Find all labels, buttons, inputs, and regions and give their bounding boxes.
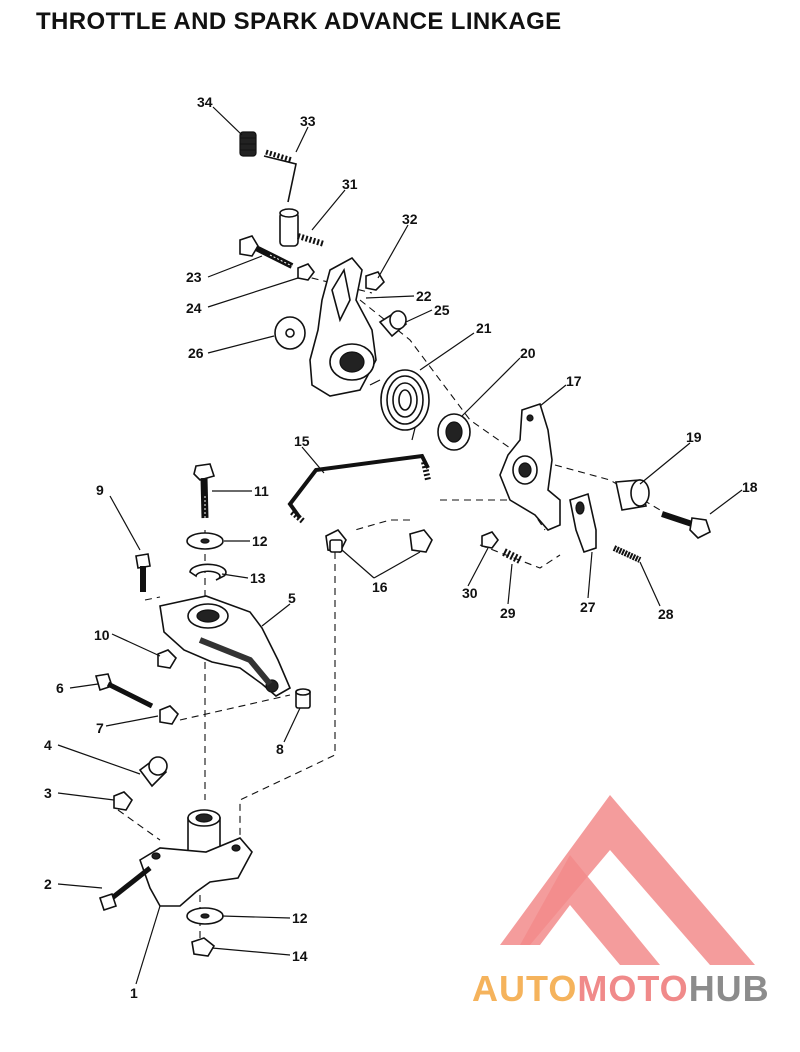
callout-31: 31 xyxy=(342,176,358,192)
part-10-nut xyxy=(157,649,178,669)
callout-12-lower: 12 xyxy=(292,910,308,926)
callout-21: 21 xyxy=(476,320,492,336)
callout-3: 3 xyxy=(44,785,52,801)
part-26-washer-hole xyxy=(285,328,295,338)
part-19-bushing xyxy=(615,479,650,511)
automotohub-wordmark: AUTOMOTOHUB xyxy=(472,968,770,1010)
callout-5: 5 xyxy=(288,590,296,606)
callout-30: 30 xyxy=(462,585,478,601)
callout-25: 25 xyxy=(434,302,450,318)
callout-26: 26 xyxy=(188,345,204,361)
part-30-nut xyxy=(481,531,499,549)
callout-9: 9 xyxy=(96,482,104,498)
callout-34: 34 xyxy=(197,94,213,110)
callout-16: 16 xyxy=(372,579,388,595)
callout-32: 32 xyxy=(402,211,418,227)
part-20-bushing xyxy=(437,413,471,451)
part-25-roller xyxy=(378,310,408,338)
callout-2: 2 xyxy=(44,876,52,892)
part-12-washer-lower-hole xyxy=(200,913,210,919)
callout-19: 19 xyxy=(686,429,702,445)
callout-8: 8 xyxy=(276,741,284,757)
part-15-link-rod xyxy=(287,453,431,525)
part-4-roller xyxy=(138,756,168,788)
part-11-bolt xyxy=(193,463,216,519)
part-13-retaining-ring xyxy=(189,563,227,581)
part-8-pin xyxy=(295,688,311,709)
callout-33: 33 xyxy=(300,113,316,129)
part-12-washer-upper-hole xyxy=(200,538,210,544)
callout-labels: 34 33 31 32 23 24 22 25 26 21 20 17 19 1… xyxy=(44,94,758,1001)
part-33-rod xyxy=(263,149,297,203)
callout-15: 15 xyxy=(294,433,310,449)
callout-10: 10 xyxy=(94,627,110,643)
part-21-coil-spring xyxy=(369,369,430,441)
callout-4: 4 xyxy=(44,737,52,753)
part-18-bolt xyxy=(661,511,711,539)
part-17-spark-lever xyxy=(499,402,561,531)
brand-auto: AUTO xyxy=(472,968,578,1009)
diagram-title: THROTTLE AND SPARK ADVANCE LINKAGE xyxy=(36,8,562,35)
callout-29: 29 xyxy=(500,605,516,621)
part-9-screw xyxy=(135,553,151,592)
callout-17: 17 xyxy=(566,373,582,389)
callout-1: 1 xyxy=(130,985,138,1001)
callout-14: 14 xyxy=(292,948,308,964)
brand-moto: MOTO xyxy=(577,968,689,1009)
part-6-screw xyxy=(94,673,154,709)
part-7-nut xyxy=(159,705,180,725)
leader-lines xyxy=(57,106,743,985)
part-32-nut xyxy=(365,271,386,291)
part-1-throttle-cam xyxy=(139,809,253,907)
part-29-spring xyxy=(502,548,522,564)
callout-11: 11 xyxy=(254,483,269,499)
part-23-bolt xyxy=(239,235,294,269)
callout-7: 7 xyxy=(96,720,104,736)
part-5-throttle-arm xyxy=(159,595,292,697)
part-31-link xyxy=(279,208,325,247)
part-2-screw xyxy=(98,866,152,912)
part-22-cam-arm xyxy=(309,256,377,397)
part-16-ball-joints xyxy=(325,528,433,553)
part-14-nut xyxy=(191,937,216,957)
callout-23: 23 xyxy=(186,269,202,285)
callout-27: 27 xyxy=(580,599,596,615)
callout-13: 13 xyxy=(250,570,266,586)
callout-6: 6 xyxy=(56,680,64,696)
part-34-spring xyxy=(239,131,257,157)
callout-12-upper: 12 xyxy=(252,533,268,549)
callout-20: 20 xyxy=(520,345,536,361)
part-3-nut xyxy=(113,791,134,811)
automotohub-logo-icon xyxy=(500,795,755,965)
part-27-link xyxy=(569,492,597,554)
part-28-screw xyxy=(612,545,642,563)
callout-22: 22 xyxy=(416,288,432,304)
part-24-nut xyxy=(297,263,315,281)
callout-18: 18 xyxy=(742,479,758,495)
callout-28: 28 xyxy=(658,606,674,622)
callout-24: 24 xyxy=(186,300,202,316)
brand-hub: HUB xyxy=(688,968,770,1009)
